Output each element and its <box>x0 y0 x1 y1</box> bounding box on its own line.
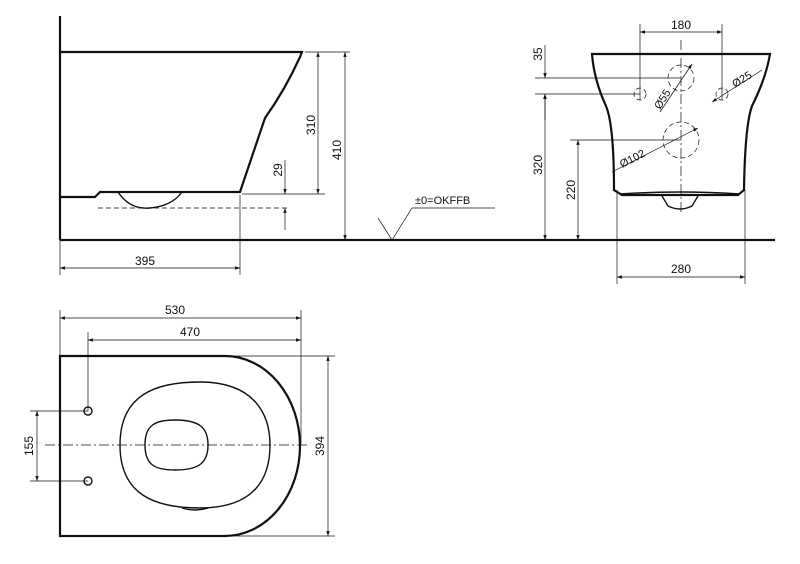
floor-reference-symbol <box>377 207 495 241</box>
dim-label-width: 280 <box>671 262 691 276</box>
dim-label-outlet-offset: 29 <box>271 163 285 177</box>
dim-label-hole-spacing: 180 <box>671 18 691 32</box>
dim-label-fixing-spacing: 155 <box>22 436 36 456</box>
dia-label-outlet: Ø102 <box>618 148 647 171</box>
front-view: 180 35 320 220 Ø55 Ø25 Ø102 280 <box>531 18 772 284</box>
dim-label-fixing-length: 470 <box>180 325 200 339</box>
toilet-top-outline <box>58 354 302 538</box>
toilet-side-profile <box>60 50 304 199</box>
side-view: 395 310 410 29 ±0=OKFFB <box>58 16 775 275</box>
dia-label-supply: Ø55 <box>652 88 673 112</box>
dia-label-bolt: Ø25 <box>730 69 754 90</box>
dim-label-total-height: 410 <box>330 140 344 160</box>
dim-label-overall-width: 394 <box>313 436 327 456</box>
floor-reference-label: ±0=OKFFB <box>415 195 470 207</box>
dim-label-depth: 395 <box>135 254 155 268</box>
dim-label-bowl-height: 310 <box>304 115 318 135</box>
dim-label-overall-length: 530 <box>165 303 185 317</box>
toilet-front-profile <box>590 52 772 197</box>
toilet-outlet-side <box>117 191 183 209</box>
dim-label-top-offset: 35 <box>531 47 545 61</box>
dim-label-outlet-height: 220 <box>564 180 578 200</box>
outlet-front <box>661 195 699 210</box>
top-view: 530 470 155 394 <box>22 303 335 538</box>
dim-label-supply-height: 320 <box>531 155 545 175</box>
